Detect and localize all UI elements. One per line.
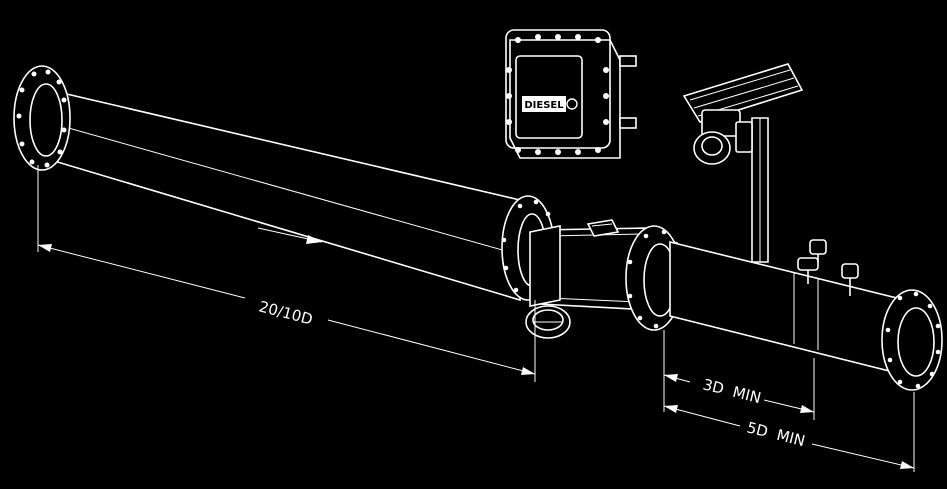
downstream-pipe xyxy=(669,239,943,391)
dimension-label-20-10d: 20/10D xyxy=(257,297,315,328)
dimension-label-5d-min: 5D MIN xyxy=(745,418,807,450)
enclosure-bolts xyxy=(506,34,609,155)
outlet-flange xyxy=(881,289,943,391)
dimension-5d-min: 5D MIN xyxy=(663,392,915,472)
sensor-block xyxy=(586,219,620,237)
flow-direction-arrow xyxy=(257,227,323,244)
enclosure-badge: DIESEL xyxy=(524,100,564,111)
transmitter-head xyxy=(682,63,804,165)
junction-box-enclosure: DIESEL xyxy=(505,29,637,159)
mounting-pole xyxy=(751,117,769,263)
meter-body xyxy=(501,195,685,339)
upstream-pipe xyxy=(13,65,521,302)
pressure-tap xyxy=(797,239,827,284)
meter-knob xyxy=(525,305,571,339)
dimension-label-3d-min: 3D MIN xyxy=(701,375,763,407)
inlet-flange xyxy=(13,65,71,171)
temperature-tap xyxy=(841,263,859,296)
